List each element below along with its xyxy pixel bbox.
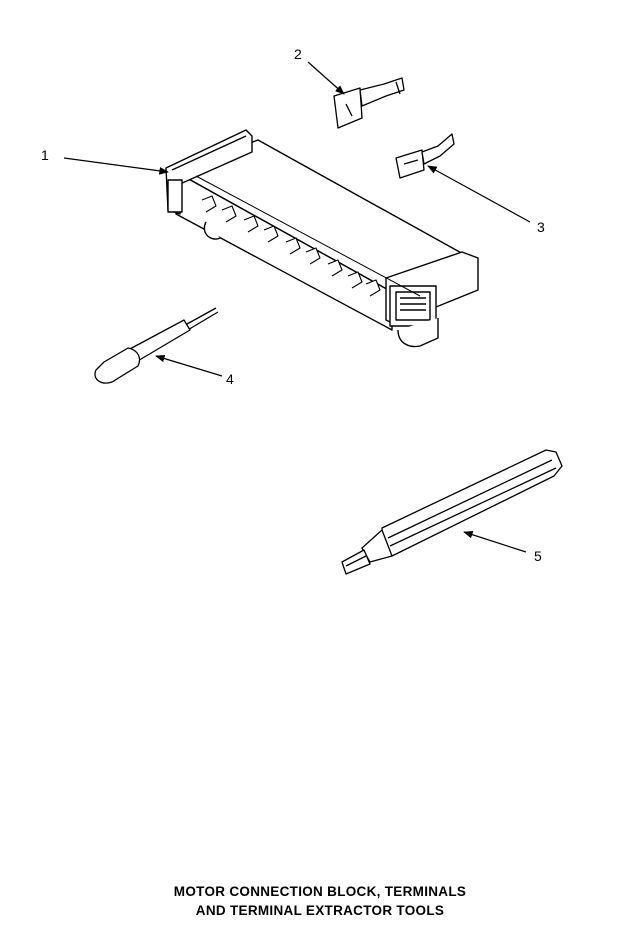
diagram-caption-line-1: MOTOR CONNECTION BLOCK, TERMINALS — [173, 884, 467, 899]
callout-3: 3 — [537, 219, 545, 235]
terminal-part-3 — [395, 133, 455, 179]
callout-1: 1 — [41, 147, 49, 163]
extractor-tool-large — [341, 449, 563, 575]
terminal-part-2 — [333, 77, 405, 129]
callout-leaders — [63, 61, 531, 553]
motor-connection-block — [165, 129, 479, 348]
extractor-tool-small — [94, 307, 219, 384]
diagram-caption-line-2: AND TERMINAL EXTRACTOR TOOLS — [195, 903, 445, 918]
callout-2: 2 — [294, 46, 302, 62]
callout-4: 4 — [226, 371, 234, 387]
callout-5: 5 — [534, 548, 542, 564]
